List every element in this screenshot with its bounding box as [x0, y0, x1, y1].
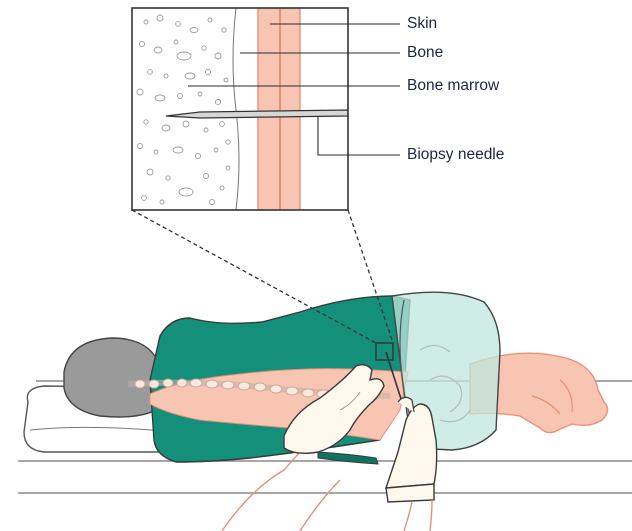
label-biopsy-needle: Biopsy needle — [407, 147, 504, 163]
magnified-inset — [132, 8, 348, 210]
label-bone-marrow: Bone marrow — [407, 78, 499, 94]
label-skin: Skin — [407, 16, 437, 32]
label-bone: Bone — [407, 45, 443, 61]
gown-flap — [318, 452, 378, 464]
patient-head — [64, 338, 160, 417]
